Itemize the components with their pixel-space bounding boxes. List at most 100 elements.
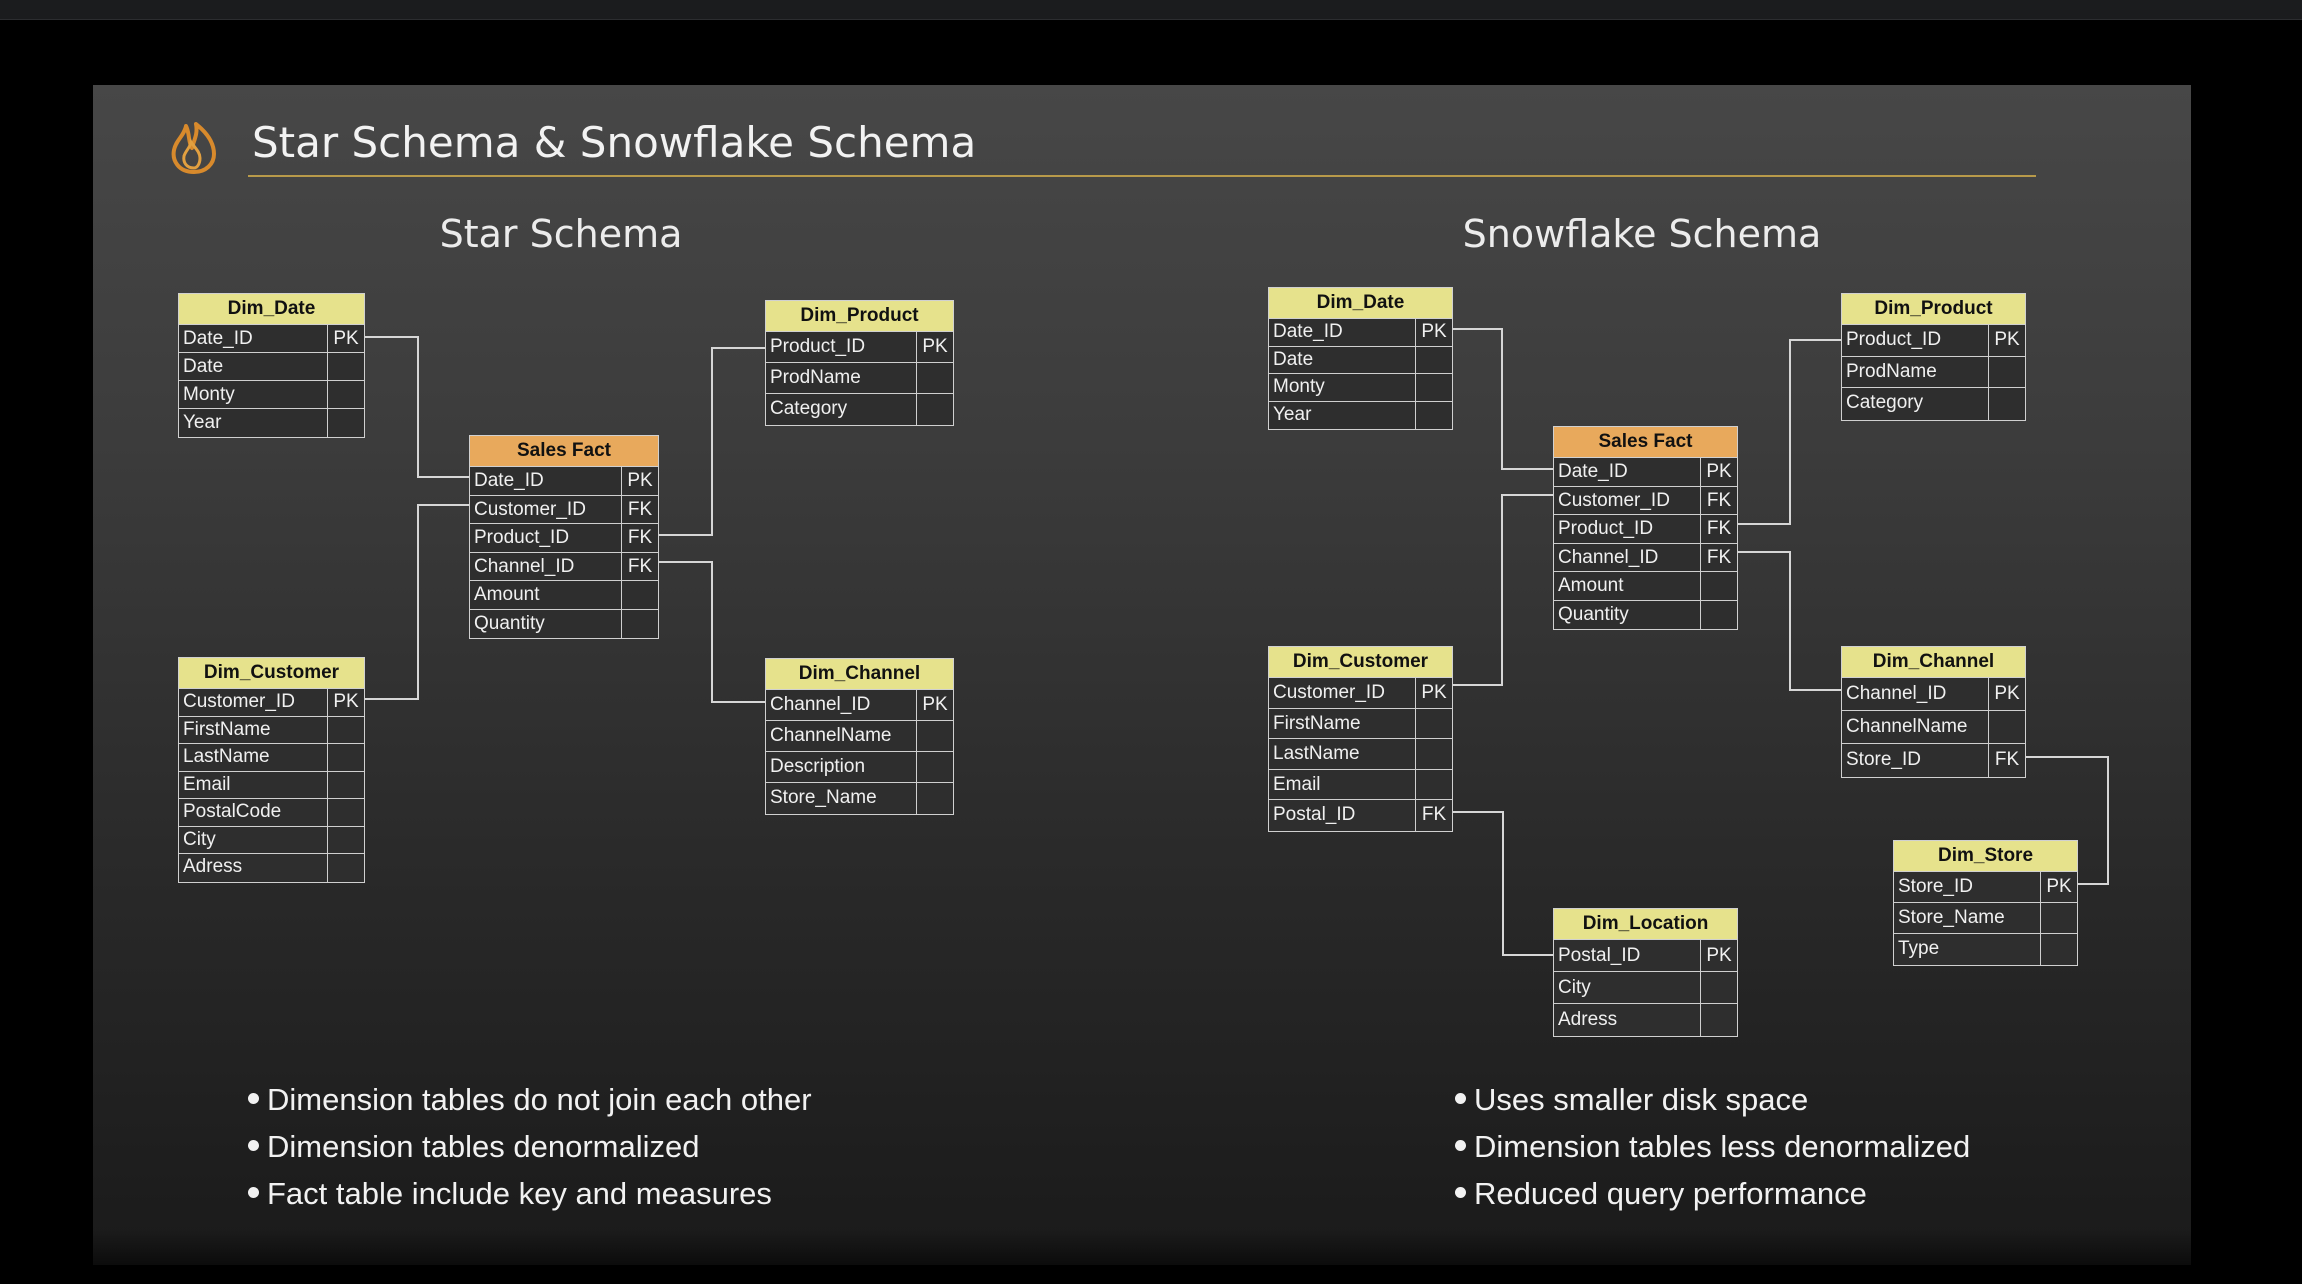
field-name: Adress <box>183 856 243 877</box>
bullet-text: Dimension tables do not join each other <box>267 1082 812 1117</box>
table-title: Dim_Location <box>1554 909 1737 940</box>
table-row: Year <box>179 409 364 437</box>
connector-sf-date-to-fact <box>1453 328 1553 470</box>
field-key: PK <box>1415 678 1452 708</box>
field-name: ChannelName <box>1846 716 1968 737</box>
field-key: FK <box>1700 486 1737 514</box>
field-key <box>1700 572 1737 600</box>
star-bullet-3: Fact table include key and measures <box>248 1176 772 1212</box>
field-key: FK <box>1700 543 1737 571</box>
table-row: ProdName <box>766 363 953 394</box>
bullet-dot <box>1455 1140 1466 1152</box>
table-row: Email <box>179 771 364 799</box>
field-key: FK <box>1988 744 2025 777</box>
table-row: Category <box>766 394 953 425</box>
field-name: Store_Name <box>770 787 877 808</box>
star-schema-title: Star Schema <box>439 212 683 256</box>
field-name: Date <box>183 356 224 377</box>
connector-sf-customer-to-fact <box>1453 494 1553 686</box>
field-key <box>1988 711 2025 743</box>
field-key: PK <box>1415 319 1452 346</box>
field-name: Email <box>1273 773 1321 795</box>
field-name: Customer_ID <box>1558 489 1670 511</box>
field-key: FK <box>1415 800 1452 831</box>
field-name: Date <box>1273 348 1314 370</box>
bullet-text: Fact table include key and measures <box>267 1176 772 1211</box>
bullet-dot <box>248 1140 259 1152</box>
video-controls-shadow <box>0 1230 2302 1284</box>
table-row: Customer_ID PK <box>1269 678 1452 709</box>
field-name: PostalCode <box>183 801 282 822</box>
field-key <box>621 581 658 609</box>
star-bullet-2: Dimension tables denormalized <box>248 1129 700 1165</box>
field-name: Amount <box>474 584 540 605</box>
field-name: Date_ID <box>1273 321 1343 342</box>
field-name: Product_ID <box>1558 518 1654 539</box>
field-key <box>2040 934 2077 965</box>
field-key: PK <box>327 325 364 352</box>
table-row: Description <box>766 752 953 783</box>
field-key <box>621 609 658 638</box>
field-key: PK <box>621 467 658 495</box>
field-name: Customer_ID <box>1273 682 1385 703</box>
field-key: PK <box>2040 872 2077 902</box>
field-name: ProdName <box>1846 360 1937 382</box>
field-key <box>916 783 953 814</box>
title-underline <box>248 175 2036 177</box>
field-name: Postal_ID <box>1558 945 1641 966</box>
field-key: PK <box>1700 940 1737 971</box>
table-title: Sales Fact <box>1554 427 1737 458</box>
table-title: Dim_Date <box>179 294 364 325</box>
field-name: Type <box>1898 938 1940 959</box>
field-key <box>2040 903 2077 933</box>
field-name: Product_ID <box>1846 329 1942 350</box>
table-row: City <box>179 826 364 854</box>
field-name: Description <box>770 756 866 777</box>
field-key <box>916 394 953 425</box>
field-key <box>327 771 364 798</box>
table-row: Quantity <box>470 609 658 638</box>
field-name: Product_ID <box>770 336 866 357</box>
field-key <box>327 716 364 743</box>
table-row: Type <box>1894 934 2077 965</box>
table-row: Amount <box>1554 572 1737 601</box>
field-key <box>327 799 364 826</box>
slide-title: Star Schema & Snowflake Schema <box>252 118 977 167</box>
field-name: ChannelName <box>770 725 892 746</box>
field-key: FK <box>621 552 658 580</box>
connector-sf-customer-to-location <box>1453 811 1553 956</box>
table-row: Date <box>1269 346 1452 374</box>
field-name: Category <box>770 398 848 419</box>
field-name: Store_ID <box>1846 749 1921 770</box>
field-key: PK <box>1700 458 1737 486</box>
field-key: PK <box>916 690 953 720</box>
connector-sf-product-to-fact <box>1738 339 1841 525</box>
field-key <box>1415 401 1452 429</box>
field-name: Monty <box>1273 376 1325 397</box>
table-row: Date <box>179 353 364 381</box>
snowflake-bullet-3: Reduced query performance <box>1455 1176 1867 1212</box>
field-name: Category <box>1846 392 1924 413</box>
field-key: PK <box>1988 678 2025 710</box>
connector-product-to-fact <box>659 347 765 536</box>
video-top-bar <box>0 0 2302 20</box>
table-title: Dim_Customer <box>179 658 364 689</box>
connector-channel-to-fact <box>659 561 765 703</box>
field-key <box>916 752 953 782</box>
connector-date-to-fact <box>365 336 469 478</box>
field-key <box>1415 708 1452 738</box>
field-name: Channel_ID <box>1846 683 1947 704</box>
